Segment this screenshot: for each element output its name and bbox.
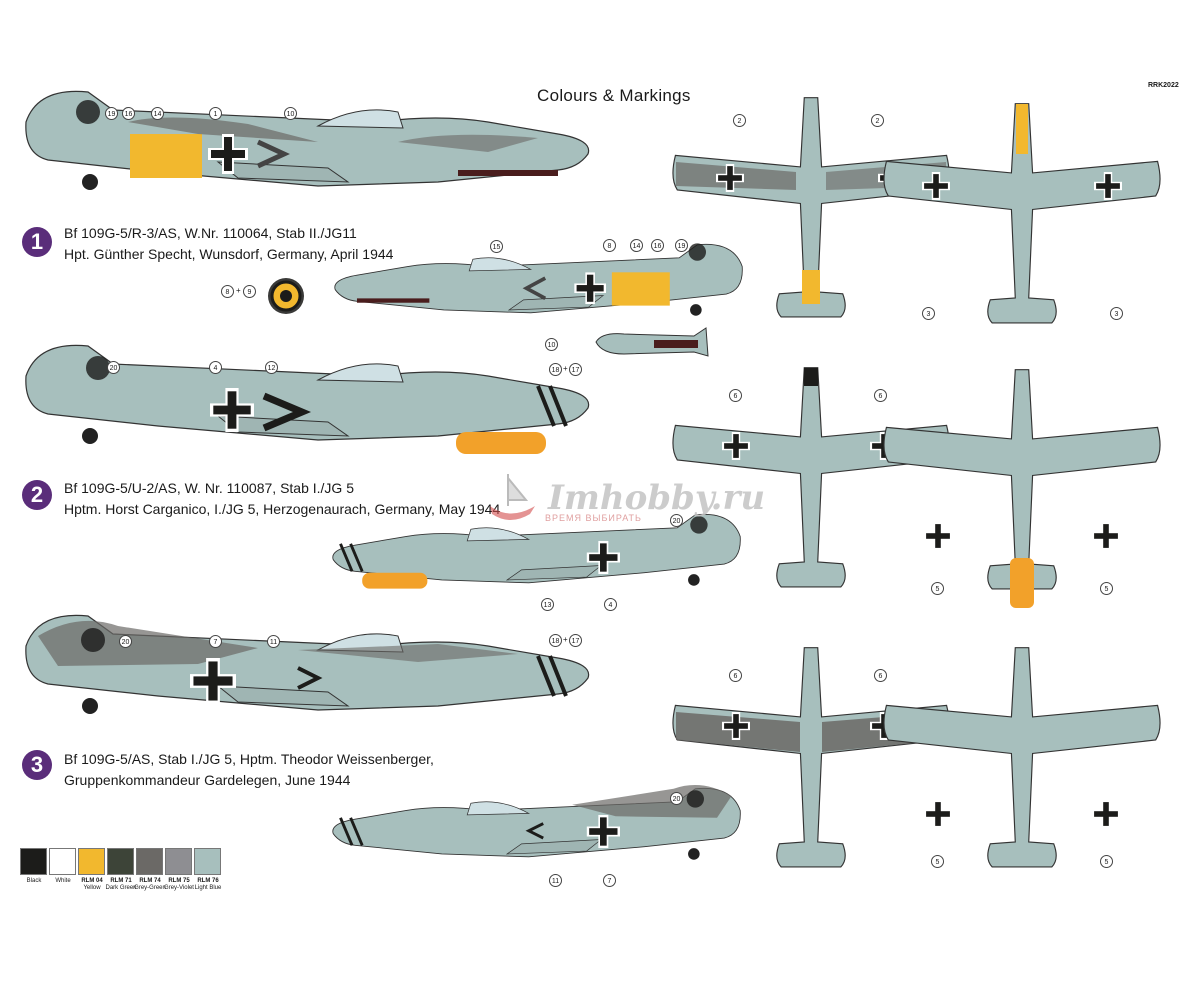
callout-14: 14 <box>151 107 164 120</box>
callout-20b: 20 <box>670 514 683 527</box>
callout-plus-3: + <box>563 635 568 644</box>
scheme1-caption: Bf 109G-5/R-3/AS, W.Nr. 110064, Stab II.… <box>64 223 393 265</box>
callout-8-spinner: 8 <box>221 285 234 298</box>
callout-10b: 10 <box>545 338 558 351</box>
scheme3-chevron <box>297 666 323 690</box>
scheme3-caption: Bf 109G-5/AS, Stab I./JG 5, Hptm. Theodo… <box>64 749 434 791</box>
callout-3a: 3 <box>922 307 935 320</box>
callout-7: 7 <box>209 635 222 648</box>
callout-19b: 19 <box>675 239 688 252</box>
scheme3-right-profile <box>332 785 741 861</box>
callout-10: 10 <box>284 107 297 120</box>
watermark-text: Imhobby.ru <box>548 478 766 518</box>
swatch-black <box>20 848 47 875</box>
callout-18: 18 <box>549 363 562 376</box>
swatch-light-blue <box>194 848 221 875</box>
scheme2-bottom-view <box>883 369 1161 608</box>
callout-20c: 20 <box>119 635 132 648</box>
callout-2a: 2 <box>733 114 746 127</box>
swatch-white <box>49 848 76 875</box>
callout-15: 15 <box>490 240 503 253</box>
callout-17: 17 <box>569 363 582 376</box>
scheme2-caption: Bf 109G-5/U-2/AS, W. Nr. 110087, Stab I.… <box>64 478 500 520</box>
callout-11b: 11 <box>549 874 562 887</box>
callout-6c: 6 <box>729 669 742 682</box>
callout-4b: 4 <box>604 598 617 611</box>
scheme1-spinner-detail <box>268 278 304 314</box>
scheme2-caption-line2: Hptm. Horst Carganico, I./JG 5, Herzogen… <box>64 501 501 517</box>
scheme2-top-view <box>672 367 950 588</box>
callout-16: 16 <box>122 107 135 120</box>
callout-plus: + <box>236 286 241 295</box>
swatch-label: Black <box>26 878 42 884</box>
callout-9: 9 <box>243 285 256 298</box>
callout-20d: 20 <box>670 792 683 805</box>
sheet-title: Colours & Markings <box>537 86 691 105</box>
scheme2-right-profile <box>332 513 741 589</box>
scheme3-bottom-view <box>883 647 1161 868</box>
scheme2-chevron <box>262 392 312 432</box>
callout-14b: 14 <box>630 239 643 252</box>
callout-6b: 6 <box>874 389 887 402</box>
scheme1-right-profile <box>334 243 743 317</box>
swatch-grey-green <box>136 848 163 875</box>
scheme2-number: 2 <box>22 480 52 510</box>
callout-6a: 6 <box>729 389 742 402</box>
scheme2-left-profile <box>18 336 598 454</box>
callout-18b: 18 <box>549 634 562 647</box>
scheme3-left-profile <box>18 606 598 726</box>
swatch-dark-green <box>107 848 134 875</box>
scheme1-bottom-view <box>883 103 1161 324</box>
watermark-subtitle: ВРЕМЯ ВЫБИРАТЬ <box>545 513 642 523</box>
callout-8: 8 <box>603 239 616 252</box>
callout-7b: 7 <box>603 874 616 887</box>
callout-20: 20 <box>107 361 120 374</box>
callout-5a: 5 <box>931 582 944 595</box>
scheme1-left-profile <box>18 82 598 202</box>
callout-17b: 17 <box>569 634 582 647</box>
sheet-code: RRK2022 <box>1148 82 1179 89</box>
scheme3-caption-line1: Bf 109G-5/AS, Stab I./JG 5, Hptm. Theodo… <box>64 751 434 767</box>
callout-plus-2: + <box>563 364 568 373</box>
scheme1-caption-line1: Bf 109G-5/R-3/AS, W.Nr. 110064, Stab II.… <box>64 225 357 241</box>
callout-13: 13 <box>541 598 554 611</box>
drop-tank <box>595 327 709 357</box>
callout-12: 12 <box>265 361 278 374</box>
swatch-label: White <box>55 878 71 884</box>
callout-3b: 3 <box>1110 307 1123 320</box>
scheme3-number: 3 <box>22 750 52 780</box>
callout-16b: 16 <box>651 239 664 252</box>
scheme1-number: 1 <box>22 227 52 257</box>
scheme1-caption-line2: Hpt. Günther Specht, Wunsdorf, Germany, … <box>64 246 394 262</box>
callout-6d: 6 <box>874 669 887 682</box>
scheme1-black-spinner <box>76 100 100 124</box>
callout-5d: 5 <box>1100 855 1113 868</box>
swatch-yellow <box>78 848 105 875</box>
callout-19: 19 <box>105 107 118 120</box>
callout-2b: 2 <box>871 114 884 127</box>
scheme1-chevron <box>256 139 290 169</box>
scheme2-caption-line1: Bf 109G-5/U-2/AS, W. Nr. 110087, Stab I.… <box>64 480 354 496</box>
swatch-grey-violet <box>165 848 192 875</box>
callout-5b: 5 <box>1100 582 1113 595</box>
watermark-ship-icon <box>490 474 535 520</box>
scheme1-yellow-band <box>130 134 202 178</box>
callout-4: 4 <box>209 361 222 374</box>
scheme3-caption-line2: Gruppenkommandeur Gardelegen, June 1944 <box>64 772 351 788</box>
callout-11: 11 <box>267 635 280 648</box>
callout-1: 1 <box>209 107 222 120</box>
callout-5c: 5 <box>931 855 944 868</box>
